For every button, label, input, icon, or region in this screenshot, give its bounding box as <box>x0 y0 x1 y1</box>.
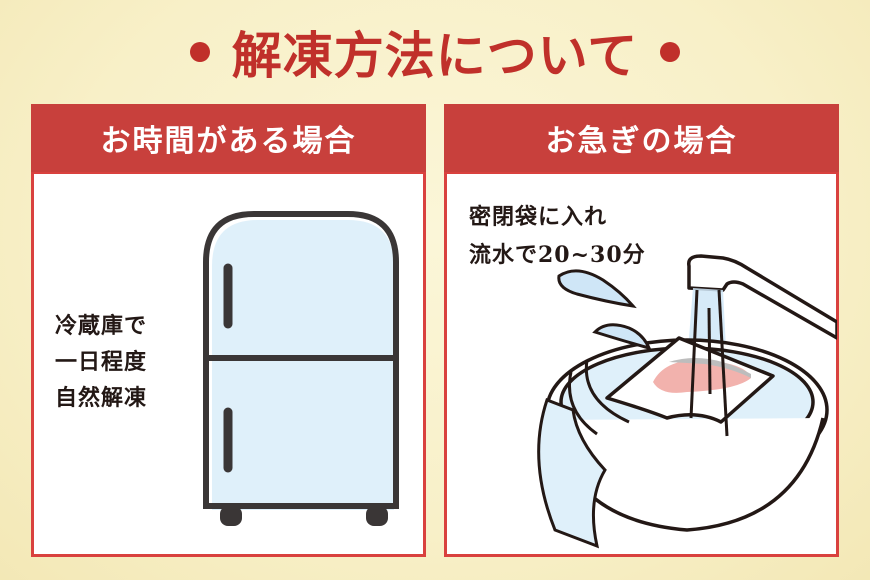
panel-body: 冷蔵庫で 一日程度 自然解凍 <box>34 174 423 554</box>
faucet-bowl-icon <box>537 254 837 549</box>
panel-caption: 冷蔵庫で 一日程度 自然解凍 <box>55 313 148 411</box>
page-title-text: 解凍方法について <box>231 26 639 85</box>
bullet-dot-icon <box>189 42 210 62</box>
panel-quick-thaw: お急ぎの場合 密閉袋に入れ 流水で20~30分 <box>444 104 839 557</box>
panel-caption: 密閉袋に入れ 流水で20~30分 <box>469 204 646 268</box>
panel-body: 密閉袋に入れ 流水で20~30分 <box>447 174 837 554</box>
panel-header: お急ぎの場合 <box>444 104 839 172</box>
refrigerator-icon <box>203 211 399 526</box>
panel-header: お時間がある場合 <box>31 104 426 172</box>
page-title: 解凍方法について <box>0 12 870 92</box>
panel-slow-thaw: お時間がある場合 冷蔵庫で 一日程度 自然解凍 <box>31 104 426 557</box>
bullet-dot-icon <box>660 42 681 62</box>
